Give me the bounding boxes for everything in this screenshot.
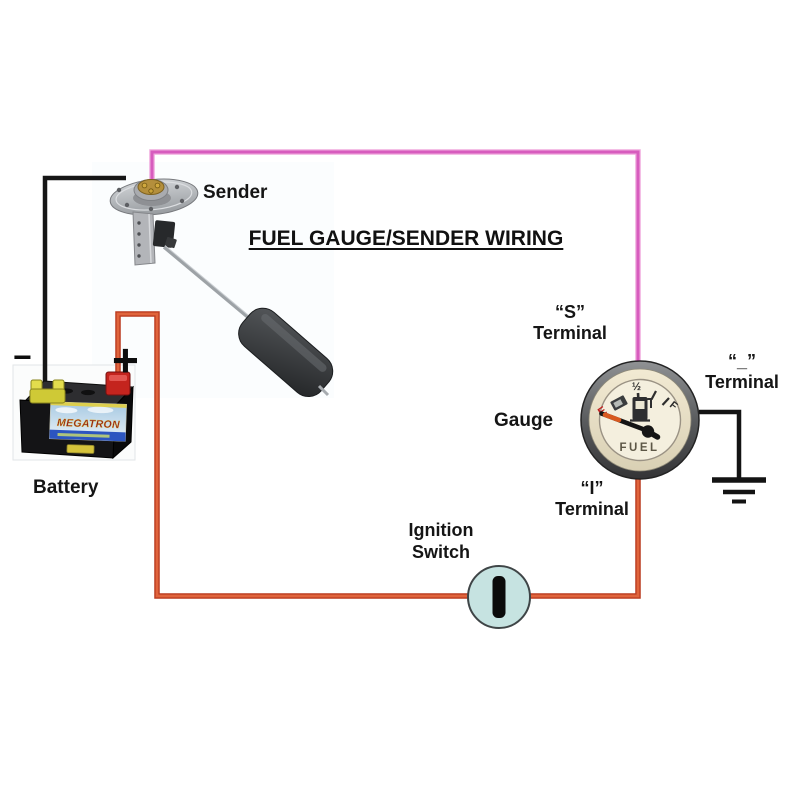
fuel-sender	[109, 178, 334, 397]
sender-screw-hole	[124, 202, 130, 208]
ground-wire	[699, 409, 742, 479]
i-terminal-label: “I” Terminal	[536, 478, 648, 520]
battery-negative-terminal	[29, 379, 66, 404]
sender-label: Sender	[203, 182, 268, 203]
battery-positive-terminal	[105, 371, 131, 396]
sender-signal-wire	[150, 150, 640, 380]
sender-rivet	[137, 221, 141, 225]
battery-plus-sign: +	[112, 334, 139, 386]
s-terminal-line2: Terminal	[533, 323, 607, 343]
ignition-switch-key-slot	[492, 576, 506, 618]
battery-negative-wire	[42, 175, 126, 395]
battery-minus-sign: −	[13, 339, 32, 375]
battery-label-sticker: MEGATRON	[49, 401, 127, 442]
s-terminal-line1: “S”	[554, 302, 585, 322]
sender-rivet	[137, 232, 141, 236]
gauge-needle-hub	[641, 425, 655, 438]
ground-symbol	[699, 409, 766, 504]
battery-bottom-tag	[66, 444, 95, 454]
neg-terminal-line1: “_”	[727, 351, 756, 371]
ignition-label-line1: Ignition	[408, 520, 474, 540]
gauge-tick	[661, 397, 670, 406]
sender-screw-hole	[174, 184, 180, 190]
sender-screw-hole	[179, 198, 185, 204]
fuel-gauge: ½ F E FUEL	[580, 360, 700, 480]
sender-screw-hole	[148, 206, 154, 212]
gauge-label: Gauge	[494, 410, 554, 431]
sender-float	[238, 307, 334, 397]
diagram-title: FUEL GAUGE/SENDER WIRING	[248, 227, 564, 250]
gauge-pump-icon-center	[630, 397, 652, 422]
ignition-switch-label: Ignition Switch	[391, 519, 491, 563]
gauge-half-mark: ½	[632, 381, 641, 393]
sender-terminal-screw	[141, 182, 148, 189]
neg-terminal-label: “_” Terminal	[686, 351, 798, 393]
ignition-label-line2: Switch	[411, 542, 470, 562]
ignition-switch	[467, 565, 531, 629]
sender-screw-hole	[116, 187, 122, 193]
sender-terminal-screw	[154, 182, 161, 189]
gauge-needle-orange-segment	[602, 412, 622, 423]
gauge-pump-icon-small	[610, 395, 628, 411]
neg-terminal-line2: Terminal	[705, 372, 779, 392]
sender-arm-pivot	[164, 236, 177, 249]
sender-terminal-screw	[148, 188, 154, 194]
battery-cell-cap	[81, 389, 95, 396]
sender-float-pin	[317, 384, 330, 397]
gauge-tick	[650, 390, 657, 401]
i-terminal-line1: “I”	[580, 478, 604, 498]
s-terminal-label: “S” Terminal	[514, 302, 626, 344]
battery-brand-text: MEGATRON	[57, 417, 120, 431]
gauge-fuel-caption: FUEL	[619, 442, 659, 454]
sender-rivet	[137, 254, 141, 258]
sender-rivet	[137, 243, 141, 247]
sender-bracket-fold	[148, 213, 152, 264]
sender-bracket	[132, 211, 156, 266]
power-wire	[116, 312, 640, 598]
battery: MEGATRON	[19, 371, 135, 460]
i-terminal-line2: Terminal	[555, 499, 629, 519]
battery-label: Battery	[33, 477, 99, 498]
